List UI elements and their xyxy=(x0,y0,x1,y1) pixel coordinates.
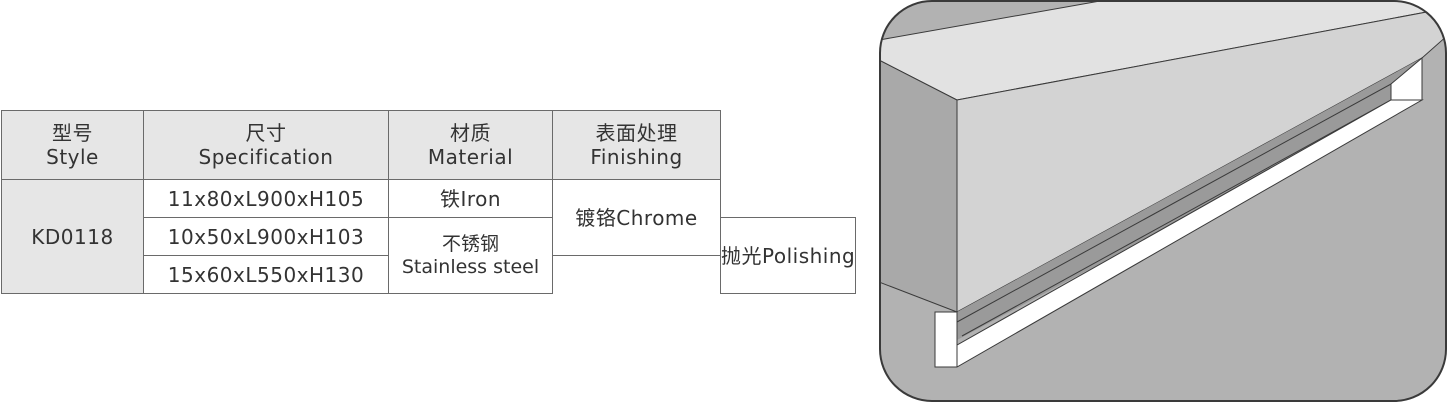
header-finishing: 表面处理 Finishing xyxy=(552,110,721,180)
spec-table: 型号 Style 尺寸 Specification 材质 Material 表面… xyxy=(1,110,857,294)
header-material: 材质 Material xyxy=(388,110,553,180)
header-style-en: Style xyxy=(46,145,99,169)
frame-border xyxy=(879,0,1447,402)
header-specification-en: Specification xyxy=(198,145,334,169)
header-specification: 尺寸 Specification xyxy=(143,110,389,180)
finishing-cell-chrome: 镀铬Chrome xyxy=(552,179,721,256)
header-material-cn: 材质 xyxy=(450,121,491,145)
header-style-cn: 型号 xyxy=(52,121,93,145)
material-cell-iron: 铁Iron xyxy=(388,179,553,218)
bracket-bottom xyxy=(934,99,1424,368)
handle-top-face xyxy=(880,1,1446,101)
material-stainless-cn: 不锈钢 xyxy=(441,232,499,255)
table-row: KD0118 11x80xL900xH105 铁Iron 镀铬Chrome xyxy=(1,179,856,294)
finishing-cell-polishing: 抛光Polishing xyxy=(719,217,857,294)
header-style: 型号 Style xyxy=(1,110,144,180)
groove-line-lower xyxy=(961,99,1392,337)
header-specification-cn: 尺寸 xyxy=(245,121,287,145)
header-finishing-en: Finishing xyxy=(590,145,683,169)
product-illustration xyxy=(879,0,1447,402)
spec-cell: 15x60xL550xH130 xyxy=(143,255,389,294)
groove-shadow xyxy=(957,58,1422,340)
table-row: 10x50xL900xH103 不锈钢 Stainless steel 抛光Po… xyxy=(2,217,857,294)
table-row: 15x60xL550xH130 xyxy=(2,255,856,294)
spec-cell: 10x50xL900xH103 xyxy=(143,217,389,256)
spec-cell: 11x80xL900xH105 xyxy=(143,179,389,218)
header-material-en: Material xyxy=(427,145,514,169)
header-row: 型号 Style 尺寸 Specification 材质 Material 表面… xyxy=(1,110,856,180)
handle-side-face xyxy=(880,59,958,313)
handle-front-face xyxy=(956,7,1446,313)
style-cell: KD0118 xyxy=(1,179,144,294)
material-stainless-en: Stainless steel xyxy=(401,255,540,278)
material-cell-stainless: 不锈钢 Stainless steel xyxy=(388,217,553,294)
header-finishing-cn: 表面处理 xyxy=(595,121,678,145)
